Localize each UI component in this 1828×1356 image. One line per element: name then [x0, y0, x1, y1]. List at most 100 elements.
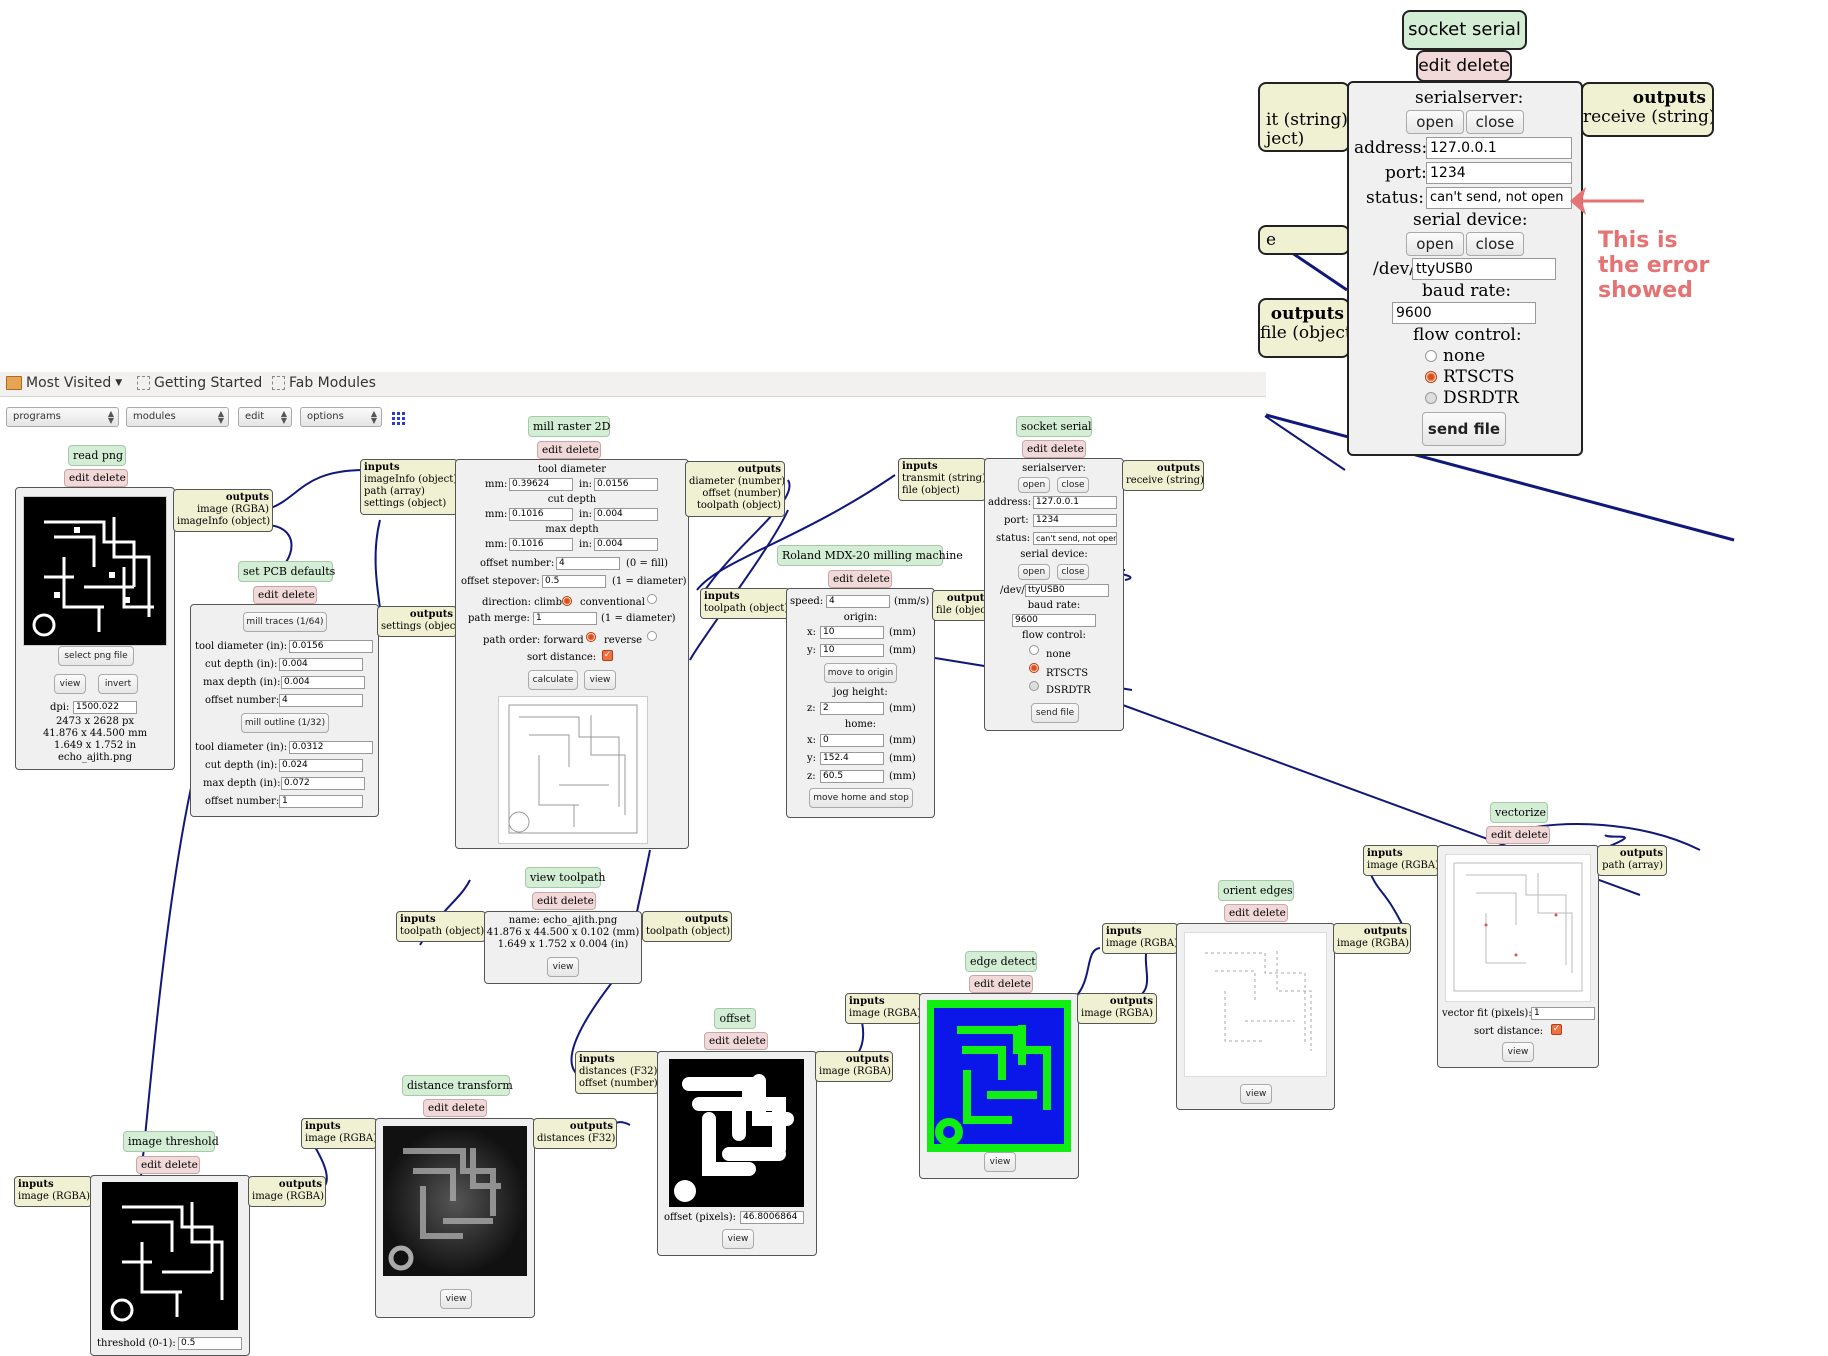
outline-offset-input[interactable]: 1: [279, 795, 363, 808]
read-png-title[interactable]: read png: [68, 445, 126, 466]
distance-view-button[interactable]: view: [440, 1289, 472, 1309]
zoom-baud-input[interactable]: 9600: [1392, 302, 1536, 324]
sort-distance-checkbox[interactable]: ✓: [602, 650, 613, 661]
set-pcb-title[interactable]: set PCB defaults: [238, 561, 335, 582]
zoom-flow-rtscts-radio[interactable]: [1425, 371, 1437, 383]
bookmark-fab-modules[interactable]: Fab Modules: [272, 375, 376, 391]
traces-offset-input[interactable]: 4: [279, 694, 363, 707]
output-port[interactable]: offset (number): [702, 488, 781, 499]
roland-edit-delete[interactable]: edit delete: [828, 570, 892, 588]
zoom-socket-title[interactable]: socket serial: [1402, 10, 1527, 50]
orient-edit-delete[interactable]: edit delete: [1224, 904, 1288, 922]
reverse-radio[interactable]: [647, 631, 657, 641]
offset-stepover-input[interactable]: 0.5: [542, 575, 606, 588]
view-toolpath-title[interactable]: view toolpath: [525, 867, 605, 888]
outline-cut-input[interactable]: 0.024: [279, 759, 363, 772]
view-toolpath-view-button[interactable]: view: [547, 957, 579, 977]
bookmark-getting-started[interactable]: Getting Started: [137, 375, 262, 391]
traces-max-input[interactable]: 0.004: [281, 676, 365, 689]
zoom-port-input[interactable]: 1234: [1426, 162, 1572, 184]
mill-raster-view-button[interactable]: view: [584, 670, 616, 690]
move-home-button[interactable]: move home and stop: [809, 788, 913, 808]
offset-pixels-input[interactable]: 46.8006864: [740, 1211, 804, 1224]
zoom-device-close-button[interactable]: close: [1466, 232, 1524, 256]
input-port[interactable]: distances (F32): [579, 1066, 658, 1077]
vectorize-sort-checkbox[interactable]: ✓: [1551, 1024, 1562, 1035]
output-port[interactable]: settings (object): [381, 621, 457, 632]
socket-title[interactable]: socket serial: [1016, 416, 1092, 437]
input-port[interactable]: imageInfo (object): [364, 474, 458, 485]
vectorize-edit-delete[interactable]: edit delete: [1486, 826, 1550, 844]
tool-diameter-mm-input[interactable]: 0.39624: [509, 478, 573, 491]
zoom-server-close-button[interactable]: close: [1466, 110, 1524, 134]
vectorize-title[interactable]: vectorize: [1490, 802, 1548, 823]
zoom-server-open-button[interactable]: open: [1406, 110, 1464, 134]
input-port[interactable]: ject): [1266, 129, 1305, 149]
offset-number-input[interactable]: 4: [556, 557, 620, 570]
output-port[interactable]: file (object): [1260, 323, 1350, 343]
output-port[interactable]: path (array): [1602, 860, 1663, 871]
mill-raster-title[interactable]: mill raster 2D: [528, 416, 610, 437]
output-port[interactable]: image (RGBA): [819, 1066, 892, 1077]
zoom-dev-input[interactable]: ttyUSB0: [1412, 258, 1556, 280]
output-port[interactable]: file (object): [936, 605, 994, 616]
input-port[interactable]: transmit (string): [902, 473, 986, 484]
output-port[interactable]: receive (string): [1583, 107, 1714, 127]
offset-view-button[interactable]: view: [722, 1229, 754, 1249]
vectorize-view-button[interactable]: view: [1502, 1042, 1534, 1062]
mill-outline-button[interactable]: mill outline (1/32): [241, 713, 329, 733]
set-pcb-edit-delete[interactable]: edit delete: [253, 586, 317, 604]
edge-edit-delete[interactable]: edit delete: [969, 975, 1033, 993]
outline-tool-input[interactable]: 0.0312: [289, 741, 373, 754]
edge-title[interactable]: edge detect: [965, 951, 1037, 972]
cut-depth-mm-input[interactable]: 0.1016: [509, 508, 573, 521]
orient-title[interactable]: orient edges: [1218, 880, 1294, 901]
view-toolpath-edit-delete[interactable]: edit delete: [532, 892, 596, 910]
edit-select[interactable]: edit▲▼: [238, 407, 292, 427]
input-port[interactable]: image (RGBA): [1106, 938, 1178, 949]
output-port[interactable]: distances (F32): [537, 1133, 616, 1144]
zoom-socket-edit-delete[interactable]: edit delete: [1416, 50, 1512, 82]
server-close-button[interactable]: close: [1057, 477, 1089, 493]
home-x-input[interactable]: 0: [820, 734, 884, 747]
max-depth-in-input[interactable]: 0.004: [594, 538, 658, 551]
input-port[interactable]: settings (object): [364, 498, 447, 509]
mill-traces-button[interactable]: mill traces (1/64): [243, 612, 327, 632]
socket-edit-delete[interactable]: edit delete: [1022, 440, 1086, 458]
input-port[interactable]: file (object): [902, 485, 960, 496]
output-port[interactable]: image (RGBA): [196, 504, 269, 515]
read-png-edit-delete[interactable]: edit delete: [64, 469, 128, 487]
flow-none-radio[interactable]: [1029, 645, 1039, 655]
home-y-input[interactable]: 152.4: [820, 752, 884, 765]
modules-select[interactable]: modules▲▼: [126, 407, 229, 427]
mill-raster-edit-delete[interactable]: edit delete: [537, 441, 601, 459]
cut-depth-in-input[interactable]: 0.004: [594, 508, 658, 521]
options-select[interactable]: options▲▼: [300, 407, 382, 427]
invert-button[interactable]: invert: [98, 674, 138, 694]
dpi-input[interactable]: 1500.022: [73, 701, 137, 714]
conventional-radio[interactable]: [647, 594, 657, 604]
threshold-edit-delete[interactable]: edit delete: [136, 1156, 200, 1174]
device-close-button[interactable]: close: [1057, 564, 1089, 580]
send-file-button[interactable]: send file: [1031, 703, 1079, 723]
input-port[interactable]: it (string): [1266, 110, 1348, 130]
offset-title[interactable]: offset: [714, 1008, 756, 1029]
output-port[interactable]: imageInfo (object): [177, 516, 271, 527]
move-to-origin-button[interactable]: move to origin: [824, 663, 897, 683]
address-input[interactable]: 127.0.0.1: [1033, 496, 1117, 509]
server-open-button[interactable]: open: [1018, 477, 1050, 493]
distance-edit-delete[interactable]: edit delete: [423, 1099, 487, 1117]
baud-input[interactable]: 9600: [1012, 614, 1096, 627]
input-port[interactable]: offset (number): [579, 1078, 658, 1089]
path-merge-input[interactable]: 1: [533, 612, 597, 625]
programs-select[interactable]: programs▲▼: [6, 407, 119, 427]
climb-radio[interactable]: [562, 596, 572, 606]
threshold-input[interactable]: 0.5: [178, 1337, 242, 1350]
flow-rtscts-radio[interactable]: [1029, 663, 1039, 673]
zoom-flow-dsrdtr-radio[interactable]: [1425, 392, 1437, 404]
origin-x-input[interactable]: 10: [820, 626, 884, 639]
roland-title[interactable]: Roland MDX-20 milling machine: [777, 545, 963, 566]
threshold-title[interactable]: image threshold: [123, 1131, 219, 1152]
jog-z-input[interactable]: 2: [820, 702, 884, 715]
output-port[interactable]: diameter (number): [689, 476, 785, 487]
